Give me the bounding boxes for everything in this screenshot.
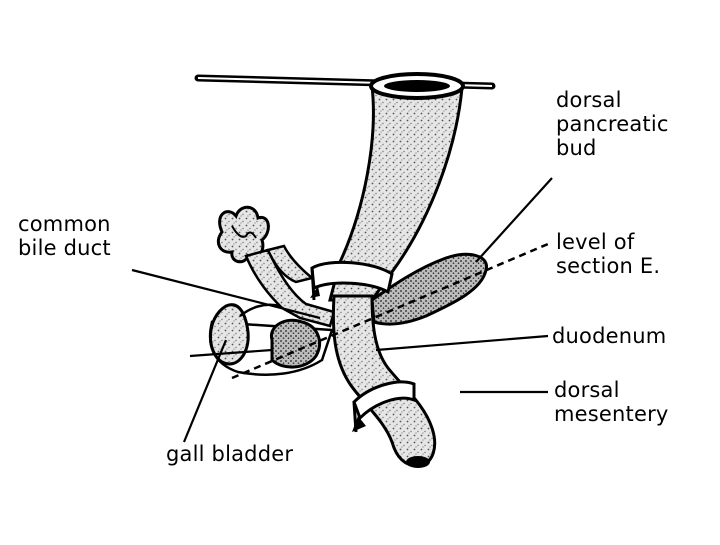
- label-duodenum: duodenum: [552, 324, 666, 348]
- label-dorsal-pancreatic-bud-line-1: dorsal: [556, 88, 669, 112]
- label-common-bile-duct: common bile duct: [18, 212, 111, 260]
- label-level-of-section-line-1: level of: [556, 230, 660, 254]
- label-dorsal-mesentery-line-2: mesentery: [554, 402, 669, 426]
- label-dorsal-mesentery-line-1: dorsal: [554, 378, 669, 402]
- label-common-bile-duct-line-2: bile duct: [18, 236, 111, 260]
- label-dorsal-pancreatic-bud-line-3: bud: [556, 136, 669, 160]
- label-duodenum-line-1: duodenum: [552, 324, 666, 348]
- label-level-of-section: level of section E.: [556, 230, 660, 278]
- label-level-of-section-line-2: section E.: [556, 254, 660, 278]
- label-dorsal-pancreatic-bud: dorsal pancreatic bud: [556, 88, 669, 160]
- label-common-bile-duct-line-1: common: [18, 212, 111, 236]
- label-dorsal-mesentery: dorsal mesentery: [554, 378, 669, 426]
- label-gall-bladder: gall bladder: [166, 442, 293, 466]
- label-dorsal-pancreatic-bud-line-2: pancreatic: [556, 112, 669, 136]
- label-gall-bladder-line-1: gall bladder: [166, 442, 293, 466]
